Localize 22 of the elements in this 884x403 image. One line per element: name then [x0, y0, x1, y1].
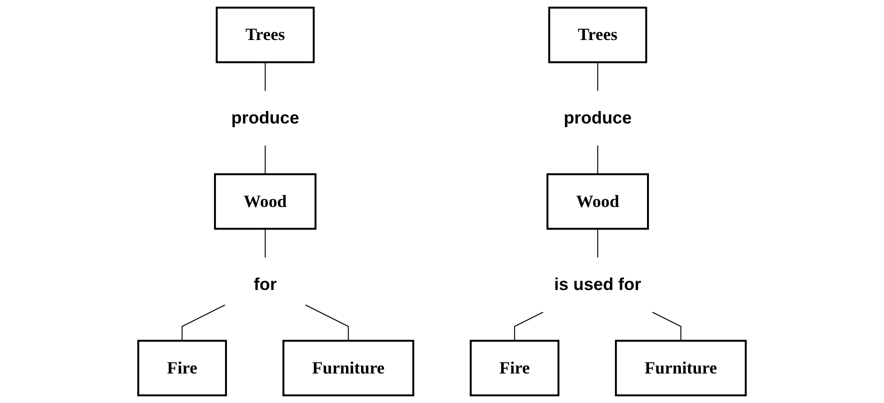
node-text: for	[254, 274, 277, 294]
connector	[182, 304, 226, 342]
node-box: Furniture	[614, 340, 747, 396]
node-text: is used for	[554, 274, 642, 294]
node-box: Trees	[216, 6, 315, 64]
connector	[304, 304, 349, 342]
node-box: Wood	[546, 173, 649, 230]
node-box: Fire	[470, 340, 560, 396]
node-box: Wood	[214, 173, 316, 230]
node-box: Fire	[137, 340, 227, 396]
connector	[652, 312, 682, 342]
connector	[597, 228, 598, 258]
connector	[264, 62, 266, 92]
node-text: produce	[564, 108, 632, 128]
connector	[514, 312, 544, 342]
node-box: Furniture	[282, 340, 414, 396]
connector	[597, 62, 598, 92]
connector	[264, 228, 266, 258]
connector	[597, 145, 598, 175]
node-box: Trees	[548, 6, 648, 64]
node-text: produce	[231, 108, 300, 128]
connector	[264, 145, 266, 175]
